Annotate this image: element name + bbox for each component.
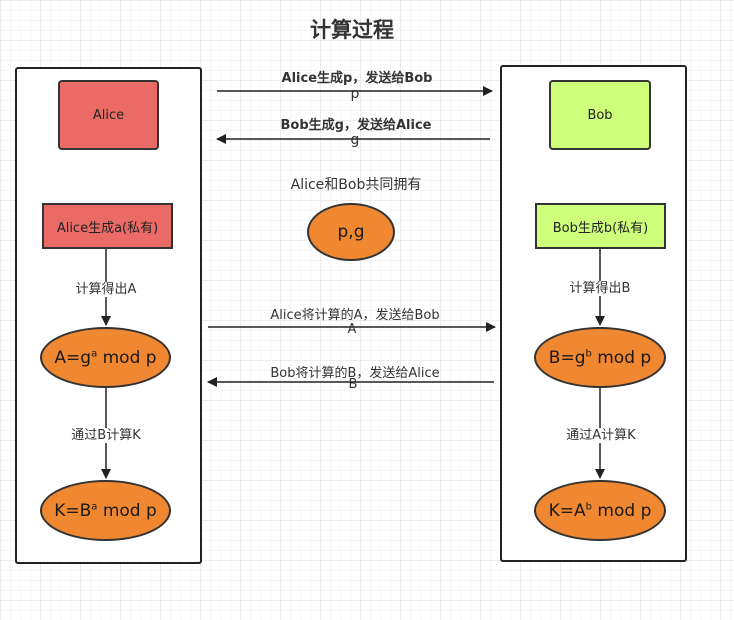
shared-values: p,g [337, 222, 365, 242]
msg1-label: Alice生成p，发送给Bob [281, 71, 433, 86]
alice-gen-box: Alice生成a(私有) [42, 203, 173, 249]
bob-gen-box: Bob生成b(私有) [535, 203, 666, 249]
msg3-label: Alice将计算的A，发送给Bob [270, 308, 440, 323]
shared-ellipse: p,g [307, 203, 395, 261]
eq-ka-text: K=Ba mod p [54, 500, 157, 521]
bob-compute-label: 计算得出B [567, 281, 633, 296]
msg4-label: Bob将计算的B，发送给Alice [270, 366, 440, 381]
bob-b-ellipse: B=gb mod p [534, 327, 666, 388]
msg4-value: B [348, 377, 358, 392]
eq-kb-text: K=Ab mod p [548, 500, 652, 521]
msg3-value: A [347, 322, 357, 337]
msg1-value: p [350, 86, 360, 102]
bob-k-ellipse: K=Ab mod p [534, 480, 666, 541]
eq-b-text: B=gb mod p [548, 347, 652, 368]
shared-title: Alice和Bob共同拥有 [290, 177, 422, 193]
alice-compute-label: 计算得出A [73, 282, 139, 297]
alice-k-ellipse: K=Ba mod p [40, 480, 171, 541]
eq-a-text: A=ga mod p [54, 347, 157, 368]
bob-k-label: 通过A计算K [564, 428, 638, 443]
msg2-label: Bob生成g，发送给Alice [280, 118, 432, 133]
alice-a-ellipse: A=ga mod p [40, 327, 171, 388]
msg2-value: g [350, 132, 360, 148]
alice-box: Alice [58, 80, 159, 150]
alice-k-label: 通过B计算K [69, 428, 143, 443]
page-title: 计算过程 [310, 18, 394, 42]
bob-box: Bob [549, 80, 651, 150]
